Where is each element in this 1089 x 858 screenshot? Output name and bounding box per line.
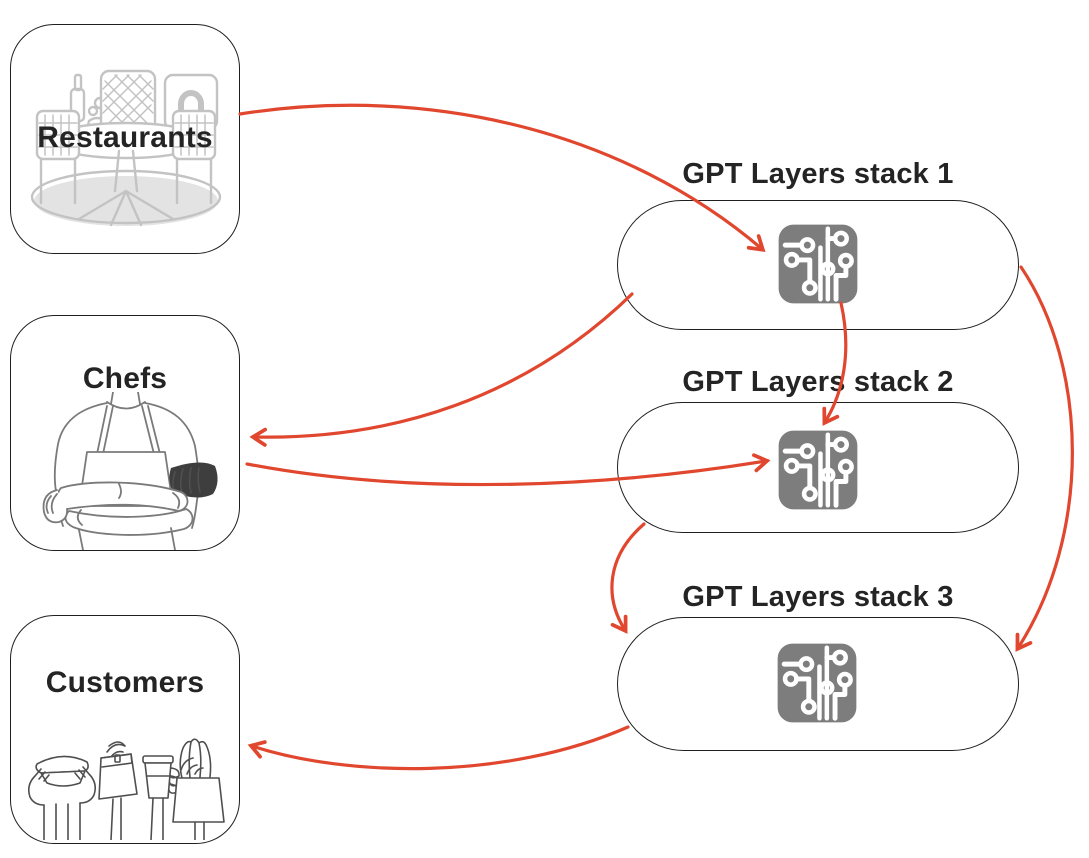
restaurants-label: Restaurants <box>37 121 213 154</box>
circuit-chip-icon <box>777 429 859 511</box>
arrow-stack3-to-customers <box>247 725 630 771</box>
entity-box-restaurants: Restaurants <box>10 24 240 254</box>
arrow-stack1-to-stack3 <box>1015 265 1074 652</box>
circuit-chip-icon <box>776 642 858 724</box>
entity-box-customers: Customers <box>10 615 240 844</box>
stack3-title: GPT Layers stack 3 <box>682 581 954 613</box>
chefs-label: Chefs <box>82 362 168 395</box>
restaurant-table-illustration <box>30 69 222 227</box>
customers-label: Customers <box>45 666 205 699</box>
arrow-stack2-to-stack3 <box>610 522 646 634</box>
customer-hands-illustration <box>28 738 225 840</box>
chef-crossed-arms-illustration <box>42 392 218 550</box>
stack1-title: GPT Layers stack 1 <box>682 158 954 190</box>
circuit-chip-icon <box>777 223 859 305</box>
entity-box-chefs: Chefs <box>10 315 240 551</box>
stack2-title: GPT Layers stack 2 <box>682 366 954 398</box>
arrow-stack1-to-chefs <box>249 292 634 447</box>
